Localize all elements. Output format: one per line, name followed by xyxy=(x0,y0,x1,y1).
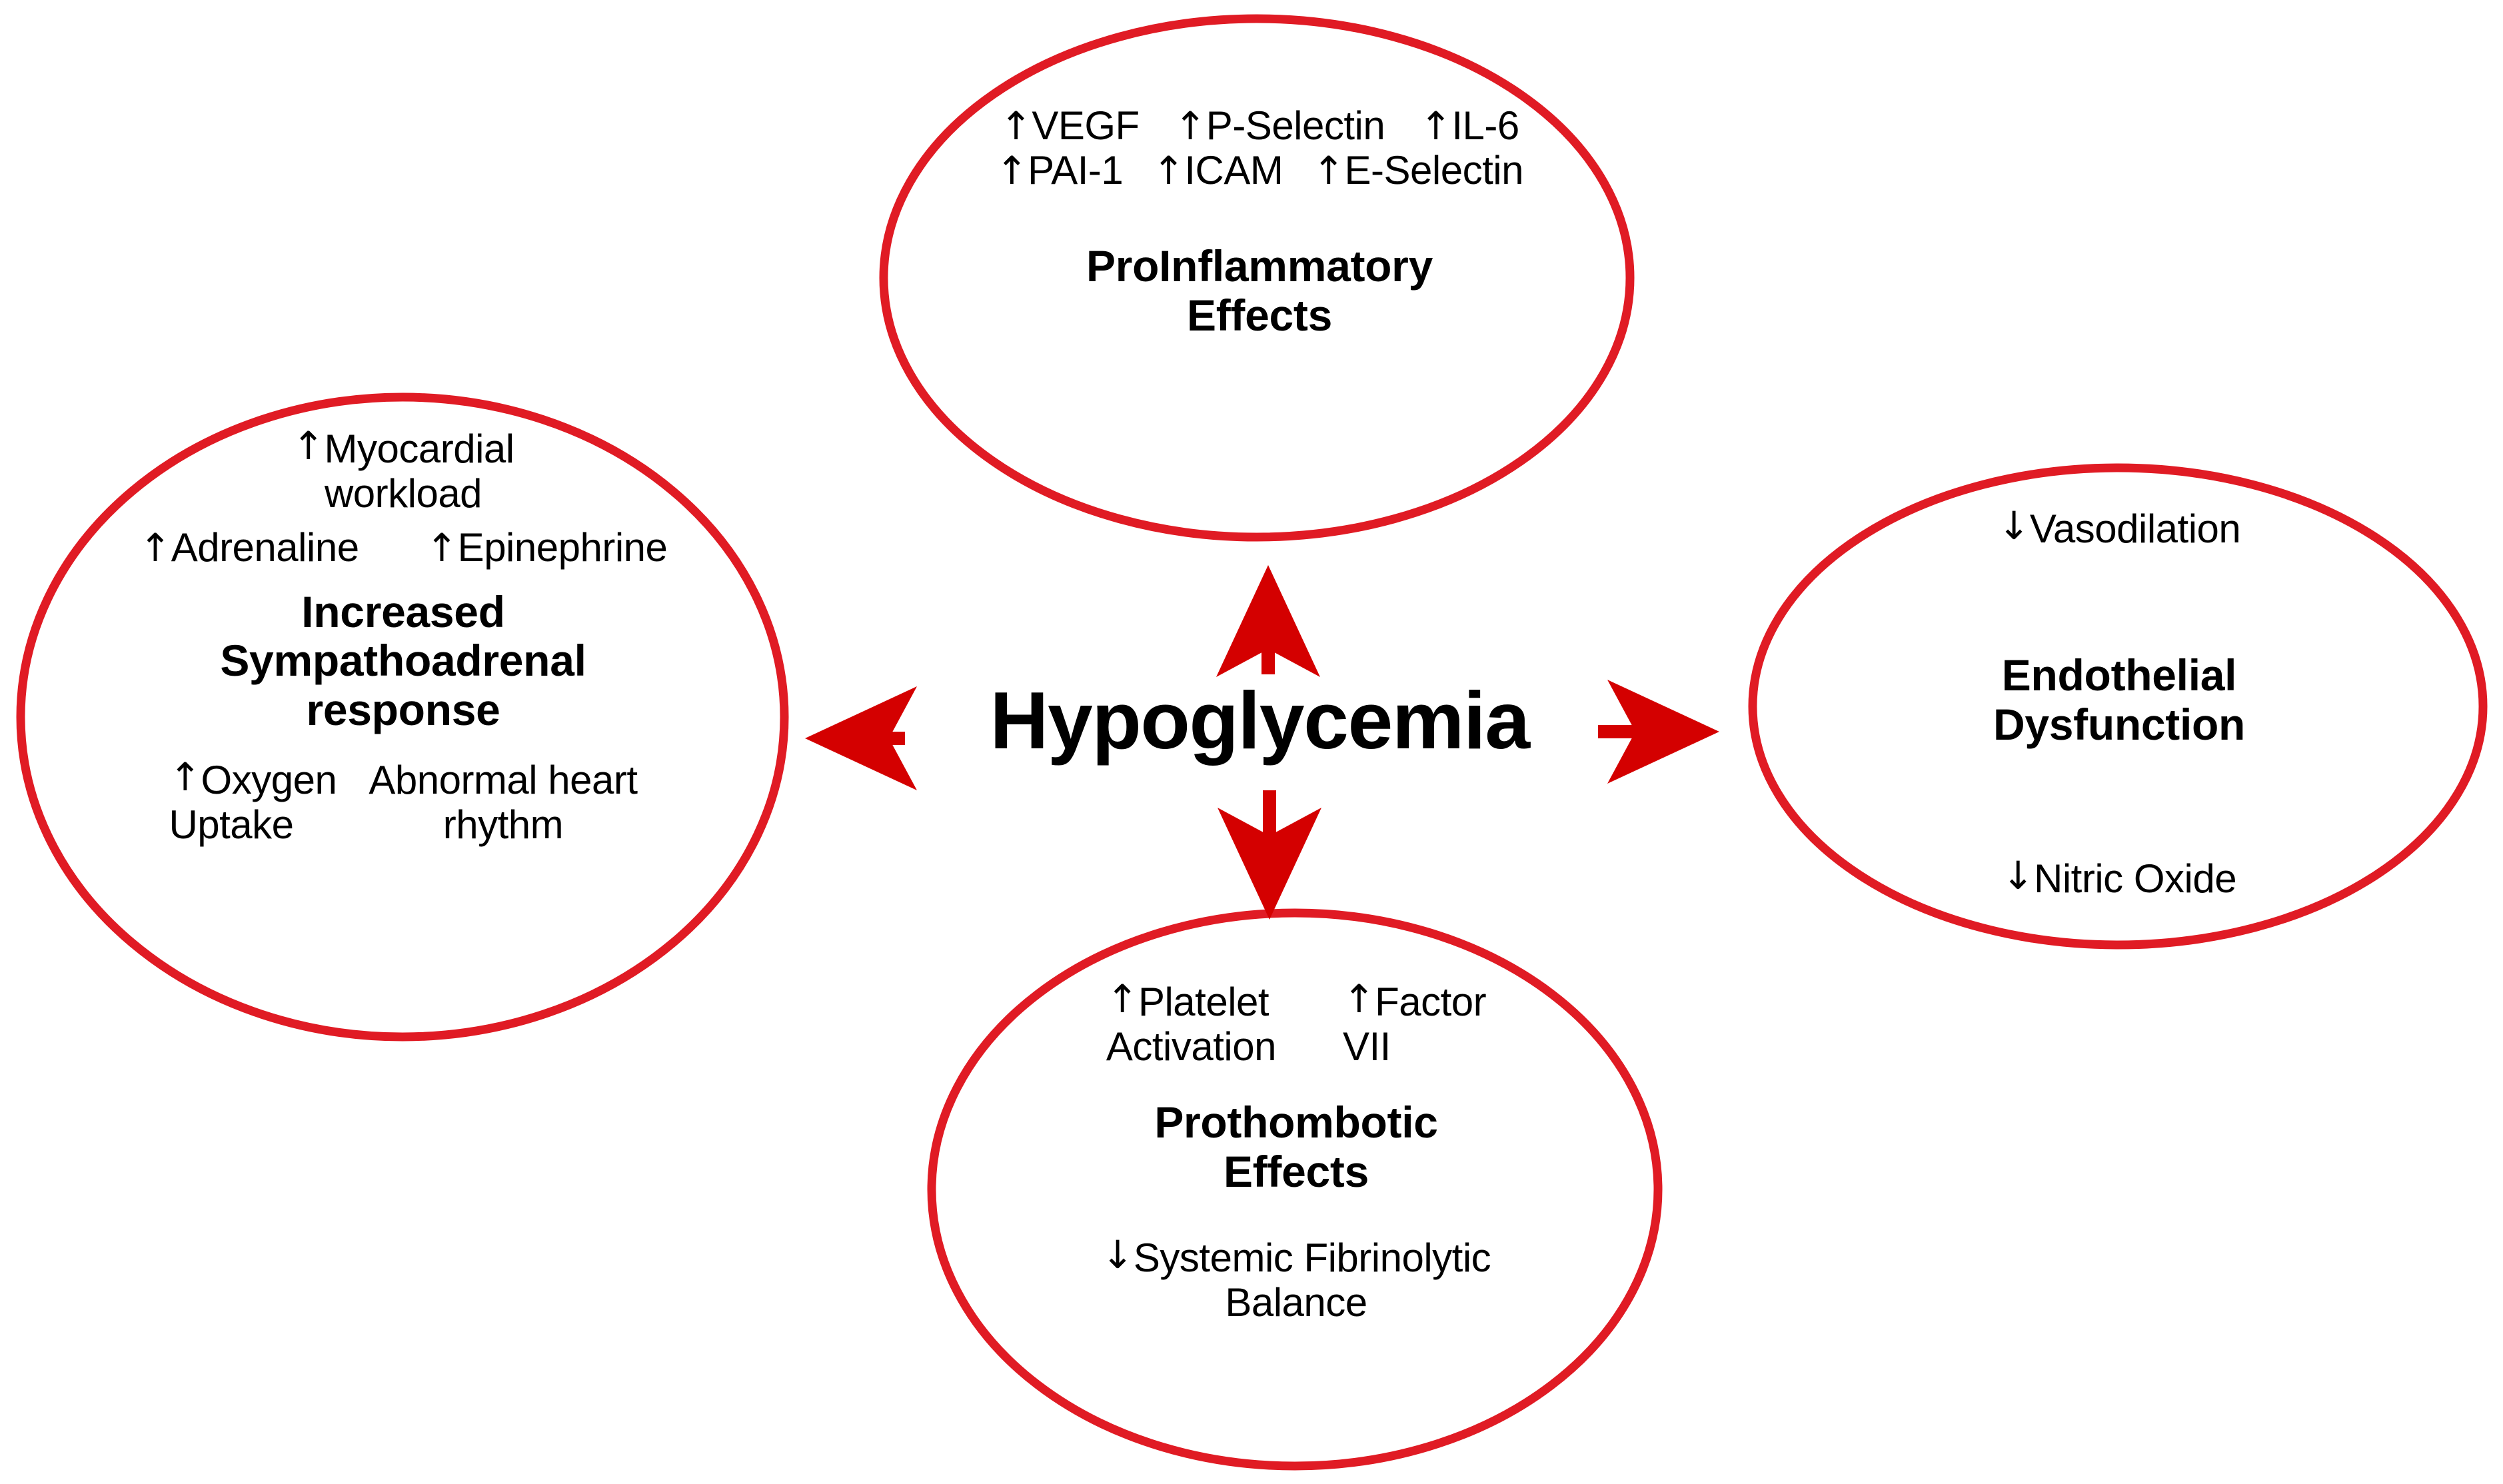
up-arrow-icon: ↑ xyxy=(1174,103,1207,149)
up-arrow-icon: ↑ xyxy=(1152,148,1185,194)
marker-label-line-1: Abnormal heart xyxy=(369,758,638,803)
down-arrow-icon: ↓ xyxy=(2001,853,2035,898)
proinflammatory-title-line-1: ProInflammatory xyxy=(1086,241,1433,291)
up-arrow-icon: ↑ xyxy=(1000,103,1032,149)
marker-label-line-1: Platelet xyxy=(1138,980,1269,1024)
node-endothelial: ↓Vasodilation Endothelial Dysfunction ↓N… xyxy=(1766,506,2472,901)
marker-label: P-Selectin xyxy=(1206,103,1385,148)
marker-il-6: ↑IL-6 xyxy=(1419,103,1519,148)
marker-label: E-Selectin xyxy=(1344,148,1523,193)
up-arrow-icon: ↑ xyxy=(1342,976,1375,1022)
prothrombotic-title-line-2: Effects xyxy=(1224,1147,1369,1197)
up-arrow-icon: ↑ xyxy=(425,525,458,571)
marker-label: Nitric Oxide xyxy=(2034,856,2237,901)
sympathoadrenal-title-line-1: Increased xyxy=(301,586,505,636)
endothelial-title-line-1: Endothelial xyxy=(2001,650,2237,700)
prothrombotic-title-line-1: Prothombotic xyxy=(1154,1098,1438,1147)
marker-label: Adrenaline xyxy=(171,525,359,570)
marker-label: IL-6 xyxy=(1451,103,1519,148)
marker-pai-1: ↑PAI-1 xyxy=(996,148,1124,194)
endothelial-title-line-2: Dysfunction xyxy=(1993,700,2246,750)
center-label-hypoglycemia: Hypoglycemia xyxy=(906,680,1613,761)
up-arrow-icon: ↑ xyxy=(1106,976,1139,1022)
up-arrow-icon: ↑ xyxy=(1312,148,1345,194)
marker-abnormal-heart-rhythm: Abnormal heart rhythm xyxy=(369,758,638,848)
marker-label-line-2: Uptake xyxy=(169,802,294,848)
marker-label-line-1: Systemic Fibrinolytic xyxy=(1133,1235,1491,1281)
up-arrow-icon: ↑ xyxy=(292,423,325,468)
marker-factor-vii: ↑Factor VII xyxy=(1342,976,1487,1070)
marker-platelet-activation: ↑Platelet Activation xyxy=(1106,976,1277,1070)
sympathoadrenal-catecholamine-pair: ↑Adrenaline ↑Epinephrine xyxy=(27,525,780,570)
prothrombotic-top-pair: ↑Platelet Activation ↑Factor VII xyxy=(946,980,1646,1069)
marker-epinephrine: ↑Epinephrine xyxy=(426,525,668,570)
up-arrow-icon: ↑ xyxy=(169,754,201,800)
spacer xyxy=(1766,750,2472,856)
marker-label-line-1: Oxygen xyxy=(201,758,337,803)
node-proinflammatory: ↑VEGF ↑P-Selectin ↑IL-6 ↑PAI-1 ↑ICAM ↑E-… xyxy=(886,103,1633,341)
spacer xyxy=(1766,551,2472,651)
endothelial-nitric-oxide: ↓Nitric Oxide xyxy=(1766,856,2472,901)
marker-label: PAI-1 xyxy=(1028,148,1124,193)
marker-label-line-1: Myocardial xyxy=(324,426,515,471)
endothelial-title: Endothelial Dysfunction xyxy=(1766,650,2472,750)
proinflammatory-title: ProInflammatory Effects xyxy=(886,241,1633,341)
prothrombotic-fibrinolytic-balance: ↓Systemic Fibrinolytic Balance xyxy=(946,1235,1646,1325)
node-prothrombotic: ↑Platelet Activation ↑Factor VII Prothom… xyxy=(946,980,1646,1325)
marker-oxygen-uptake: ↑Oxygen Uptake xyxy=(169,758,337,847)
up-arrow-icon: ↑ xyxy=(996,148,1028,194)
proinflammatory-markers-row-1: ↑VEGF ↑P-Selectin ↑IL-6 xyxy=(886,103,1633,148)
marker-icam: ↑ICAM xyxy=(1152,148,1283,193)
endothelial-vasodilation: ↓Vasodilation xyxy=(1766,506,2472,551)
down-arrow-icon: ↓ xyxy=(1101,1232,1134,1278)
marker-label-line-2: Activation xyxy=(1106,1024,1277,1070)
marker-label: Epinephrine xyxy=(457,525,668,570)
marker-label-line-2: workload xyxy=(324,471,482,516)
marker-e-selectin: ↑E-Selectin xyxy=(1312,148,1523,193)
marker-label-line-2: rhythm xyxy=(442,802,564,848)
marker-label-line-2: VII xyxy=(1342,1024,1391,1070)
sympathoadrenal-title-line-3: response xyxy=(306,685,500,735)
marker-label: Vasodilation xyxy=(2029,506,2241,551)
marker-label-line-2: Balance xyxy=(1225,1280,1367,1325)
marker-vegf: ↑VEGF xyxy=(1000,103,1140,149)
prothrombotic-title: Prothombotic Effects xyxy=(946,1098,1646,1197)
sympathoadrenal-myocardial-workload: ↑Myocardial workload xyxy=(27,426,780,516)
sympathoadrenal-title-line-2: Sympathoadrenal xyxy=(220,636,586,686)
up-arrow-icon: ↑ xyxy=(139,525,172,571)
center-label-text: Hypoglycemia xyxy=(990,675,1530,766)
sympathoadrenal-title: Increased Sympathoadrenal response xyxy=(27,586,780,736)
up-arrow-icon: ↑ xyxy=(1419,103,1452,149)
marker-label: VEGF xyxy=(1032,103,1140,148)
proinflammatory-markers-row-2: ↑PAI-1 ↑ICAM ↑E-Selectin xyxy=(886,148,1633,193)
sympathoadrenal-bottom-pair: ↑Oxygen Uptake Abnormal heart rhythm xyxy=(27,758,780,847)
proinflammatory-title-line-2: Effects xyxy=(1187,291,1332,341)
marker-label: ICAM xyxy=(1184,148,1283,193)
marker-label-line-1: Factor xyxy=(1375,980,1487,1024)
marker-adrenaline: ↑Adrenaline xyxy=(139,525,359,570)
marker-p-selectin: ↑P-Selectin xyxy=(1174,103,1385,148)
down-arrow-icon: ↓ xyxy=(1997,503,2031,548)
proinflammatory-marker-list: ↑VEGF ↑P-Selectin ↑IL-6 ↑PAI-1 ↑ICAM ↑E-… xyxy=(886,103,1633,193)
node-sympathoadrenal: ↑Myocardial workload ↑Adrenaline ↑Epinep… xyxy=(27,426,780,848)
